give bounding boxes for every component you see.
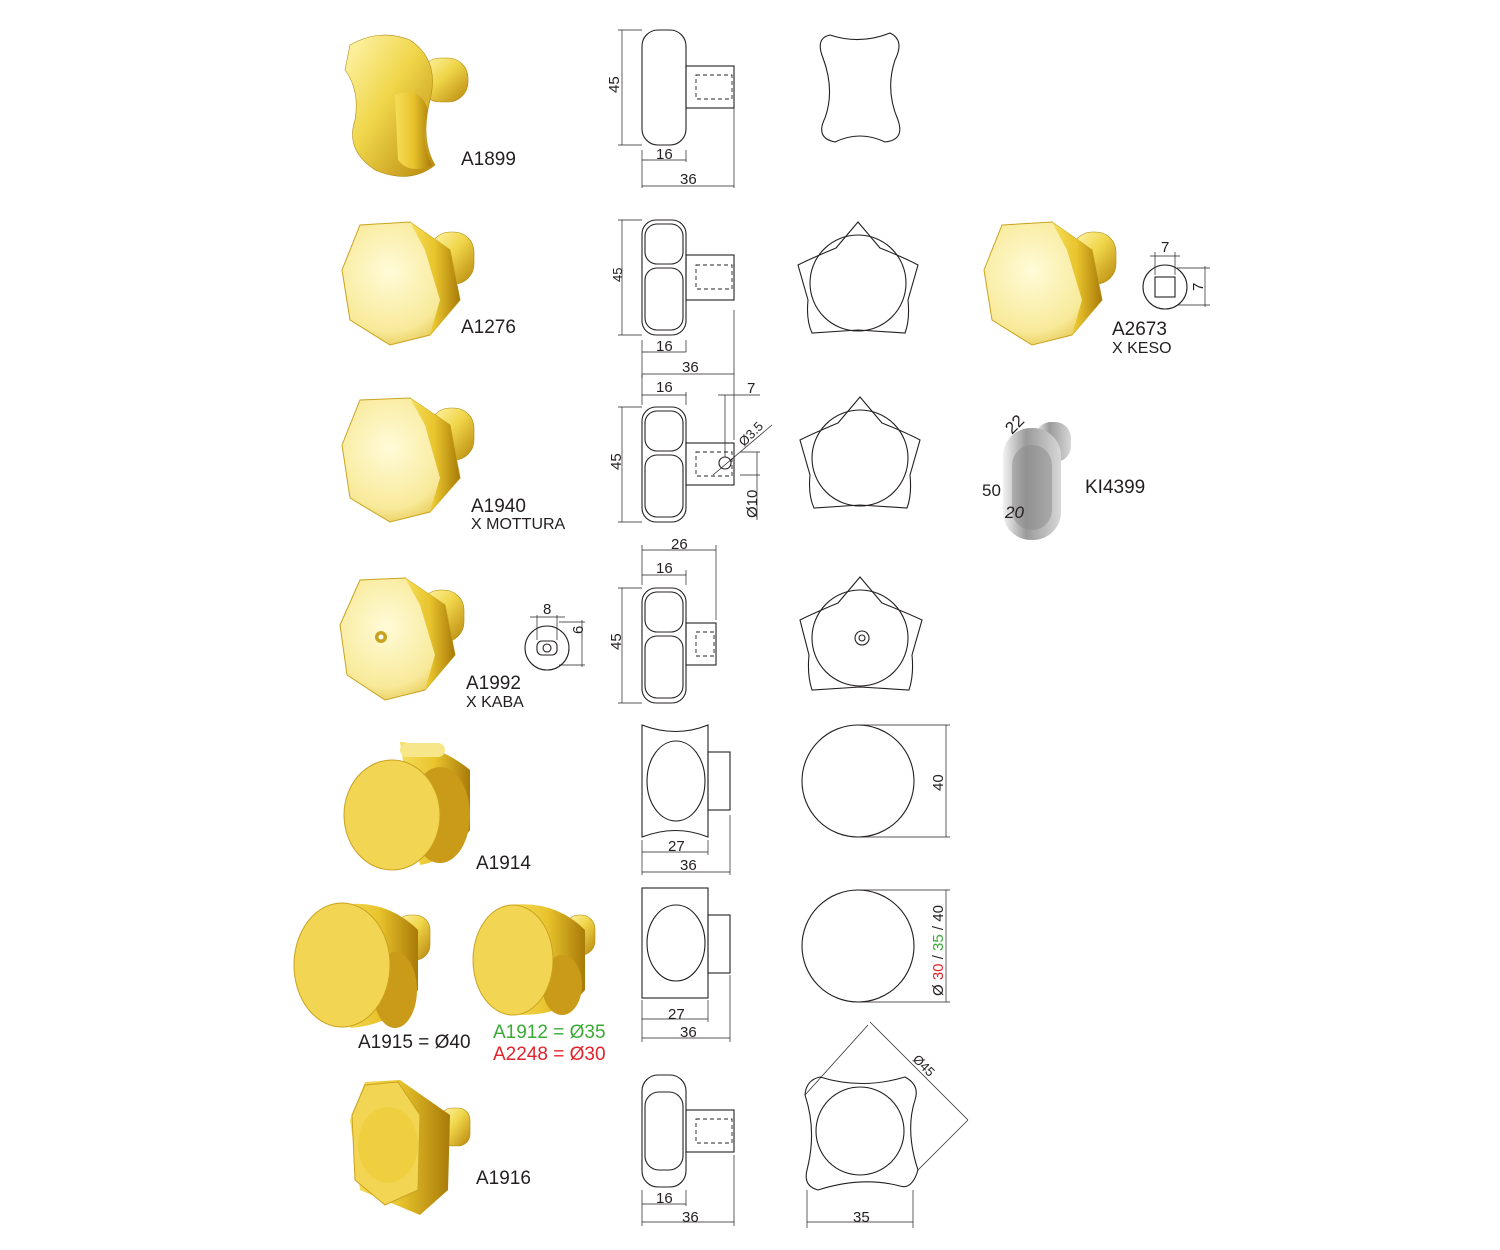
dim-width: 20 — [1004, 503, 1024, 522]
product-code: A1992 — [466, 673, 521, 694]
product-note: X KABA — [466, 694, 524, 711]
front-drawing-a1940 — [799, 396, 921, 509]
side-drawing-a1992 — [618, 545, 717, 704]
side-drawing-a1916 — [641, 1074, 735, 1226]
front-drawing-a1916 — [804, 1021, 969, 1228]
product-a1916: A1916 16 36 Ø45 35 — [350, 1021, 969, 1228]
product-a1899: A1899 45 16 36 — [344, 29, 901, 188]
product-ki4399: 22 50 20 KI4399 — [982, 411, 1145, 540]
dim-stem: Ø10 — [744, 490, 761, 518]
dim-width: 35 — [853, 1209, 870, 1226]
knob-image-a2673 — [983, 221, 1117, 346]
dim-total: 36 — [682, 359, 699, 376]
product-label-a1915: A1915 = Ø40 — [358, 1032, 471, 1053]
product-a1915-group: A1915 = Ø40 A1912 = Ø35 A2248 = Ø30 27 3… — [293, 887, 950, 1065]
front-drawing-a1276 — [797, 221, 919, 334]
dim-total: 26 — [671, 536, 688, 553]
dim-total: 36 — [680, 857, 697, 874]
product-a1914: A1914 27 36 40 — [343, 724, 950, 875]
knob-image-a1915 — [293, 902, 431, 1028]
dim-offset: 7 — [747, 380, 755, 397]
dim-head: 16 — [656, 146, 673, 163]
side-drawing-a1899 — [618, 29, 735, 188]
front-drawing-a1899 — [819, 32, 901, 143]
knob-image-a1940 — [341, 397, 475, 523]
knob-image-a1916 — [350, 1080, 471, 1215]
front-drawing-a1914 — [801, 724, 950, 838]
dim-height: 45 — [606, 76, 623, 93]
product-code: A1914 — [476, 853, 531, 874]
product-label-a2248: A2248 = Ø30 — [493, 1044, 606, 1065]
dim-diameter: 40 — [930, 774, 947, 791]
product-a2673: A2673 X KESO 7 7 — [983, 221, 1210, 357]
side-drawing-a1914 — [641, 724, 731, 875]
front-drawing-a1992 — [799, 576, 923, 691]
knob-image-a1992 — [339, 577, 465, 701]
product-code: A2673 — [1112, 319, 1167, 340]
dim-h: 7 — [1190, 283, 1207, 291]
dim-diag: Ø45 — [910, 1052, 938, 1080]
product-label-a1912: A1912 = Ø35 — [493, 1022, 606, 1043]
product-code: A1276 — [461, 317, 516, 338]
product-a1940: A1940 X MOTTURA 16 7 45 Ø3.5 Ø10 — [341, 375, 921, 533]
product-code: A1899 — [461, 149, 516, 170]
dim-head: 27 — [668, 1006, 685, 1023]
dim-h: 6 — [570, 626, 587, 634]
dim-height: 45 — [610, 268, 625, 282]
product-code: KI4399 — [1085, 477, 1145, 498]
dim-head: 27 — [668, 838, 685, 855]
product-a1992: A1992 X KABA 8 6 26 16 45 — [339, 536, 923, 711]
dim-height: 50 — [982, 481, 1001, 500]
dim-head: 16 — [656, 560, 673, 577]
dim-head: 16 — [656, 1190, 673, 1207]
knob-image-a1912 — [472, 904, 596, 1016]
dim-diameters: Ø 30 / 35 / 40 — [930, 905, 947, 996]
product-code: A1940 — [471, 496, 526, 517]
dim-w: 8 — [543, 601, 551, 618]
dim-head: 16 — [656, 379, 673, 396]
dim-height: 45 — [608, 633, 625, 650]
side-drawing-a1915 — [641, 887, 731, 1042]
product-code: A1916 — [476, 1168, 531, 1189]
knob-image-a1276 — [341, 221, 475, 346]
knob-image-a1899 — [344, 34, 469, 177]
dim-w: 7 — [1161, 239, 1169, 256]
dim-height: 45 — [608, 453, 625, 470]
product-a1276: A1276 45 16 36 — [341, 219, 919, 378]
dim-head: 16 — [656, 338, 673, 355]
dim-total: 36 — [680, 171, 697, 188]
key-insert-image-ki4399 — [1003, 422, 1071, 540]
product-note: X MOTTURA — [471, 516, 566, 533]
side-drawing-a1940 — [618, 375, 773, 523]
dim-total: 36 — [682, 1209, 699, 1226]
keyhole-drawing-a2673 — [1142, 252, 1210, 310]
knob-image-a1914 — [343, 742, 470, 871]
dim-total: 36 — [680, 1024, 697, 1041]
side-drawing-a1276 — [618, 219, 735, 378]
front-drawing-a1915 — [801, 889, 950, 1003]
keyhole-drawing-a1992 — [524, 615, 585, 671]
product-note: X KESO — [1112, 340, 1172, 357]
